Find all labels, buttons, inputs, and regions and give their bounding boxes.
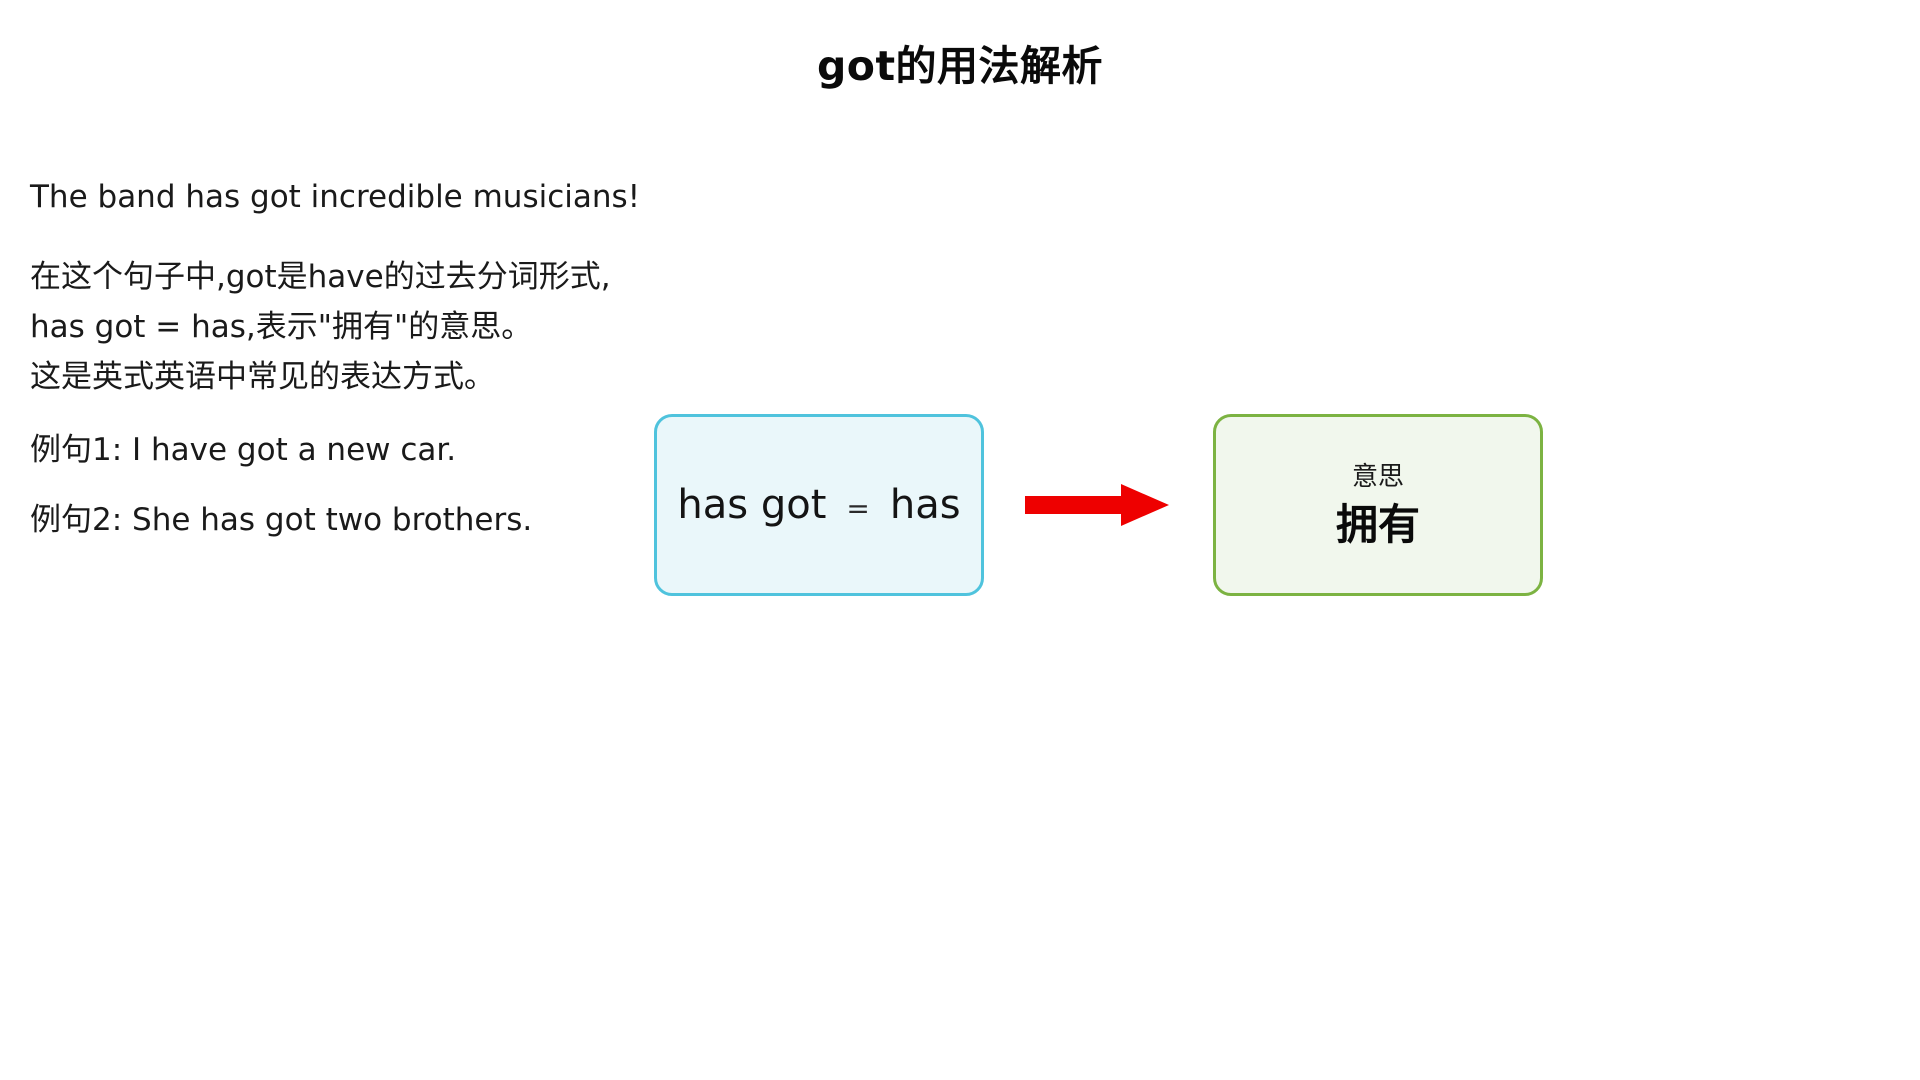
- page-title: got的用法解析: [816, 42, 1104, 90]
- equation-box: has got = has: [654, 414, 984, 596]
- example-sentence-english: The band has got incredible musicians!: [30, 179, 641, 215]
- right-arrow-icon: [1025, 483, 1170, 527]
- explanation-line-2: has got = has,表示"拥有"的意思。: [30, 309, 533, 346]
- explanation-line-1: 在这个句子中,got是have的过去分词形式,: [30, 259, 611, 295]
- example-sentence-1: 例句1: I have got a new car.: [30, 431, 457, 468]
- meaning-label: 意思: [1351, 462, 1404, 493]
- meaning-value: 拥有: [1335, 499, 1420, 549]
- explanation-paragraph: 在这个句子中,got是have的过去分词形式, has got = has,表示…: [30, 252, 790, 403]
- meaning-box: 意思 拥有: [1213, 414, 1543, 596]
- equals-sign: =: [846, 492, 870, 525]
- explanation-line-3: 这是英式英语中常见的表达方式。: [30, 359, 495, 396]
- example-sentence-2: 例句2: She has got two brothers.: [30, 501, 533, 538]
- equation-row: has got = has: [677, 485, 960, 525]
- equation-right-term: has: [889, 482, 961, 528]
- equation-left-term: has got: [677, 482, 827, 528]
- explanation-text-column: The band has got incredible musicians! 在…: [30, 182, 790, 575]
- concept-diagram: has got = has 意思 拥有: [640, 405, 1900, 615]
